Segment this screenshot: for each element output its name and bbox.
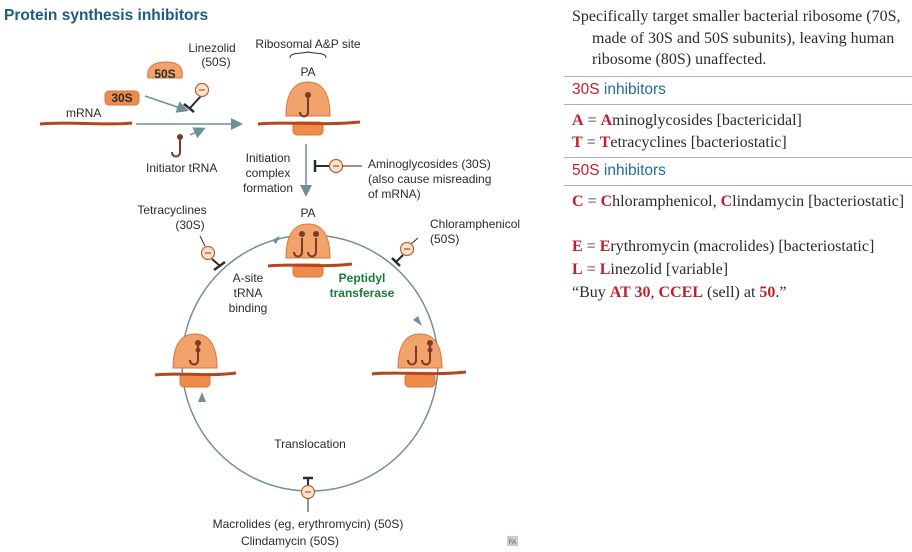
- aminoglycosides-inhibitor-icon: [328, 158, 344, 174]
- svg-text:transferase: transferase: [330, 286, 395, 300]
- svg-text:(30S): (30S): [175, 218, 204, 232]
- divider: [564, 76, 912, 77]
- divider: [564, 157, 912, 158]
- svg-text:of mRNA): of mRNA): [368, 187, 421, 201]
- linezolid-label: Linezolid: [188, 41, 235, 55]
- linezolid-inhibitor-icon: [194, 82, 210, 98]
- chloramphenicol-label: Chloramphenicol: [430, 217, 520, 231]
- diagram-title: Protein synthesis inhibitors: [4, 7, 208, 24]
- svg-text:complex: complex: [246, 166, 291, 180]
- svg-text:PA: PA: [300, 206, 315, 220]
- 30s-heading: 30S inhibitors: [572, 81, 666, 98]
- mnemonic-e: E = Erythromycin (macrolides) [bacterios…: [572, 238, 875, 255]
- initiator-trna-label: Initiator tRNA: [146, 161, 217, 175]
- 50s-heading: 50S inhibitors: [572, 162, 666, 179]
- svg-text:formation: formation: [243, 181, 293, 195]
- mrna-strand: [39, 121, 133, 126]
- ribosome-pa: [285, 223, 331, 278]
- svg-text:50S: 50S: [154, 67, 175, 81]
- aminoglycosides-label: Aminoglycosides (30S): [368, 157, 491, 171]
- svg-text:PA: PA: [300, 65, 315, 79]
- protein-synthesis-diagram: Protein synthesis inhibitors 50S 30S mRN…: [4, 7, 520, 548]
- mnemonic-a: A = Aminoglycosides [bactericidal]: [572, 112, 802, 129]
- divider: [564, 104, 912, 105]
- svg-text:FA: FA: [509, 540, 516, 546]
- svg-text:A-site: A-site: [233, 271, 264, 285]
- translocation-label: Translocation: [274, 437, 346, 451]
- svg-text:tRNA: tRNA: [234, 286, 263, 300]
- mnemonic-panel: Specifically target smaller bacterial ri…: [564, 0, 912, 552]
- ribosome-left: [172, 333, 218, 388]
- ribosomal-site-label: Ribosomal A&P site: [255, 37, 360, 51]
- tetracyclines-label: Tetracyclines: [137, 203, 206, 217]
- svg-text:(also cause misreading: (also cause misreading: [368, 172, 491, 186]
- mnemonic-t: T = Tetracyclines [bacteriostatic]: [572, 134, 787, 151]
- clindamycin-label: Clindamycin (50S): [241, 534, 339, 548]
- tetracyclines-inhibitor-icon: [200, 245, 216, 261]
- mrna-label: mRNA: [66, 106, 101, 120]
- macrolides-inhibitor-icon: [300, 484, 316, 500]
- svg-text:(50S): (50S): [430, 232, 459, 246]
- peptidyl-transferase-label: Peptidyl: [339, 271, 386, 285]
- divider: [564, 185, 912, 186]
- svg-text:Initiation: Initiation: [246, 151, 291, 165]
- mnemonic-c: C = Chloramphenicol, Clindamycin [bacter…: [572, 193, 905, 210]
- mnemonic-summary: “Buy AT 30, CCEL (sell) at 50.”: [572, 284, 787, 301]
- mnemonic-l: L = Linezolid [variable]: [572, 261, 729, 278]
- subunit-50s: 50S: [147, 61, 183, 81]
- initiator-trna: [171, 134, 183, 158]
- subunit-30s: 30S: [104, 90, 140, 106]
- svg-text:(50S): (50S): [201, 55, 230, 69]
- ribosome-right: [397, 333, 443, 388]
- svg-text:binding: binding: [229, 301, 268, 315]
- fa-logo-icon: FA: [507, 536, 518, 546]
- intro-text: Specifically target smaller bacterial ri…: [572, 8, 901, 68]
- chloramphenicol-inhibitor-icon: [399, 241, 415, 257]
- macrolides-label: Macrolides (eg, erythromycin) (50S): [213, 517, 404, 531]
- svg-text:30S: 30S: [111, 91, 132, 105]
